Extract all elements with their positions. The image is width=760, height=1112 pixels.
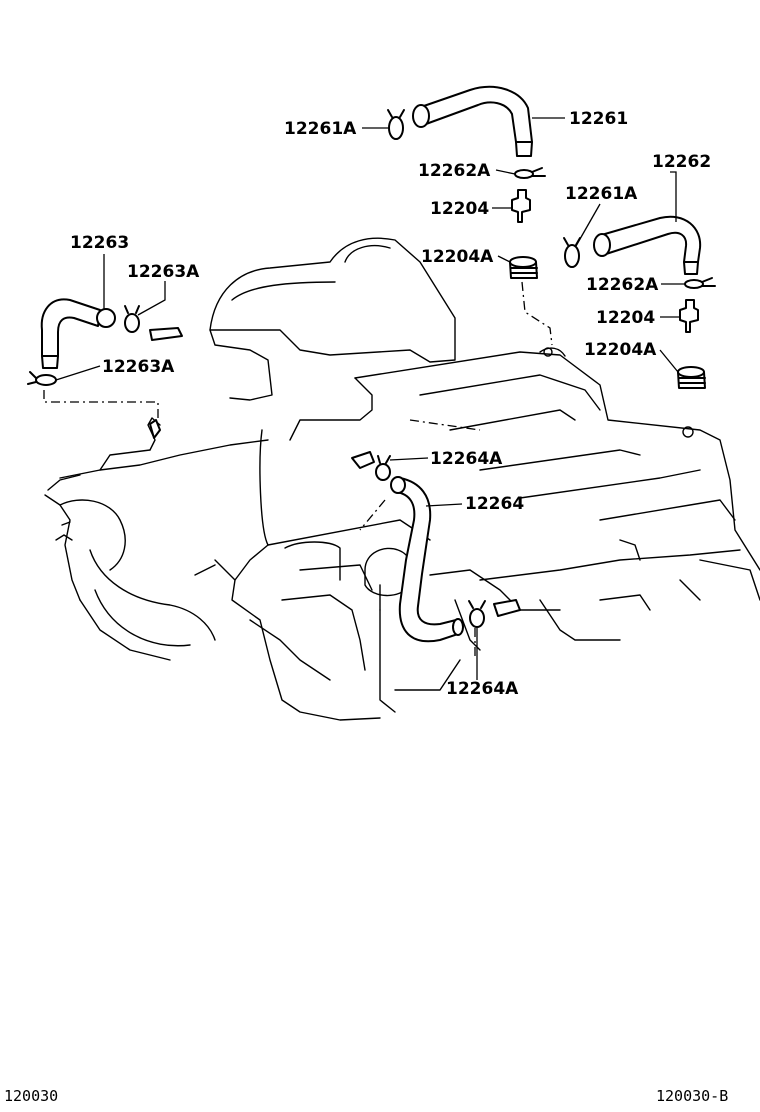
hose-12263: [40, 298, 116, 369]
grommet-12204A-right: [677, 366, 706, 389]
connection-dash-lines: [43, 281, 553, 660]
footer-right-code: 120030-B: [656, 1087, 728, 1105]
nipple-12263: [149, 327, 183, 439]
label-12264: 12264: [465, 494, 524, 514]
part-labels: 12261A 12261 12262A 12204 12204A 12262 1…: [70, 109, 711, 699]
label-12204-right: 12204: [596, 308, 655, 328]
label-12262A-right: 12262A: [586, 275, 659, 295]
footer-left-code: 120030: [4, 1087, 58, 1105]
hose-12262: [593, 215, 702, 275]
clamp-12261A-top: [387, 109, 405, 140]
label-12261: 12261: [569, 109, 628, 129]
label-12263A-top: 12263A: [127, 262, 200, 282]
clamp-12261A-right: [563, 237, 581, 268]
clip-12262A-top: [514, 167, 546, 179]
label-12264A-bottom: 12264A: [446, 679, 519, 699]
clip-12262A-right: [684, 277, 716, 289]
grommet-12204A-top: [509, 256, 538, 279]
pcv-valve-12204-top: [511, 189, 531, 223]
clamp-12264A-bottom: [468, 600, 486, 628]
leader-lines: [55, 117, 685, 680]
label-12204A-top: 12204A: [421, 247, 494, 267]
pcv-valve-12204-right: [679, 299, 699, 333]
label-12261A-right: 12261A: [565, 184, 638, 204]
clamp-12263A-bottom: [27, 371, 57, 386]
label-12262A-top: 12262A: [418, 161, 491, 181]
clamp-12264A-top: [375, 455, 391, 481]
label-12204-top: 12204: [430, 199, 489, 219]
label-12262: 12262: [652, 152, 711, 172]
label-12204A-right: 12204A: [584, 340, 657, 360]
hose-12261: [412, 85, 533, 157]
nipple-12264: [351, 451, 521, 617]
clamp-12263A-top: [124, 305, 140, 333]
label-12263: 12263: [70, 233, 129, 253]
label-12261A-top: 12261A: [284, 119, 357, 139]
hose-12264: [390, 476, 464, 643]
label-12264A-top: 12264A: [430, 449, 503, 469]
label-12263A-bottom: 12263A: [102, 357, 175, 377]
